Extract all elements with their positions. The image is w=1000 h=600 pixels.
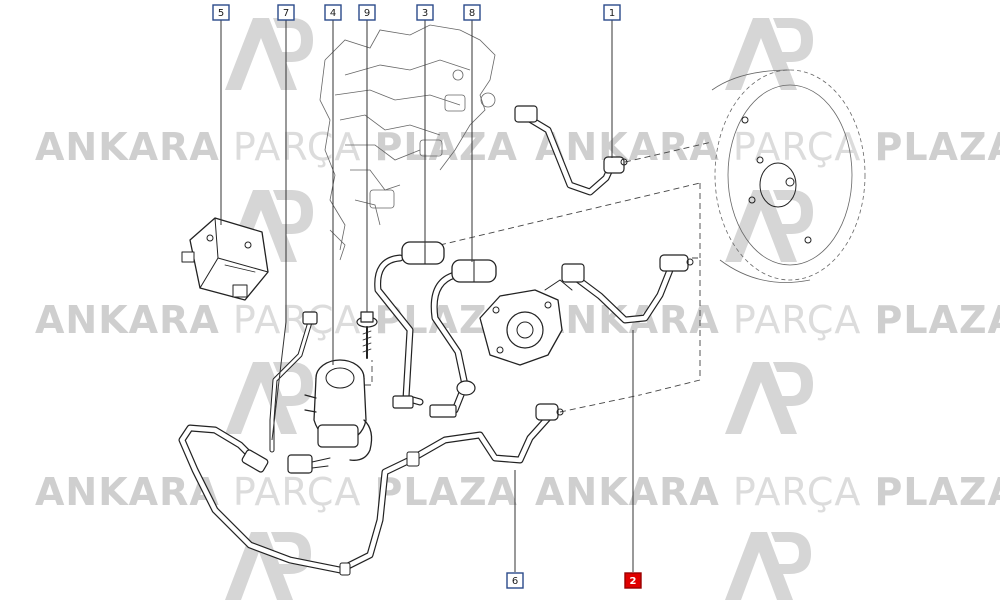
callout-number: 8: [469, 8, 475, 19]
callout-3[interactable]: 3: [416, 4, 434, 21]
watermark-text: ANKARA PARÇA PLAZA: [35, 125, 518, 169]
guide-lines: [345, 141, 713, 413]
solenoid-valve-3: [374, 241, 445, 409]
callout-number: 9: [364, 8, 370, 19]
watermark-text: ANKARA PARÇA PLAZA: [35, 470, 518, 514]
sensor-hose-2[interactable]: [561, 254, 694, 324]
callout-9[interactable]: 9: [358, 4, 376, 21]
callout-box: [212, 4, 230, 21]
callout-number: 3: [422, 8, 428, 19]
leader-lines: [220, 20, 634, 572]
watermark: ANKARA PARÇA PLAZA ANKARA PARÇA PLAZA AN…: [35, 18, 1000, 600]
callout-number: 1: [609, 8, 615, 19]
thin-pipe: [269, 311, 318, 453]
watermark-logo-icon: [225, 18, 813, 600]
long-hose-6: [178, 403, 564, 576]
callout-8[interactable]: 8: [463, 4, 481, 21]
engine-block-outline: [319, 24, 496, 261]
sensor-hose-1: [514, 105, 628, 196]
callout-number: 2: [630, 576, 637, 587]
callout-box: [506, 572, 524, 589]
flywheel: [711, 69, 866, 283]
callout-1[interactable]: 1: [603, 4, 621, 21]
watermark-text: ANKARA PARÇA PLAZA: [535, 470, 1000, 514]
callout-box: [324, 4, 342, 21]
callout-5[interactable]: 5: [212, 4, 230, 21]
callout-box: [624, 572, 642, 589]
callout-4[interactable]: 4: [324, 4, 342, 21]
callout-number: 4: [330, 8, 336, 19]
callout-box: [463, 4, 481, 21]
callout-box: [416, 4, 434, 21]
solenoid-valve-8: [429, 259, 497, 418]
callout-number: 6: [512, 576, 518, 587]
control-unit: [181, 217, 269, 301]
vacuum-pump: [287, 359, 373, 474]
brake-vacuum-pump: [479, 279, 573, 366]
callout-2[interactable]: 2: [624, 572, 642, 589]
callout-number: 5: [218, 8, 224, 19]
callout-box: [358, 4, 376, 21]
callout-box: [277, 4, 295, 21]
callout-7[interactable]: 7: [277, 4, 295, 21]
callout-labels: 5 7 4 9 3 8 1 6 2: [212, 4, 642, 589]
callout-box: [603, 4, 621, 21]
bolt: [356, 311, 378, 359]
callout-6[interactable]: 6: [506, 572, 524, 589]
callout-number: 7: [283, 8, 289, 19]
